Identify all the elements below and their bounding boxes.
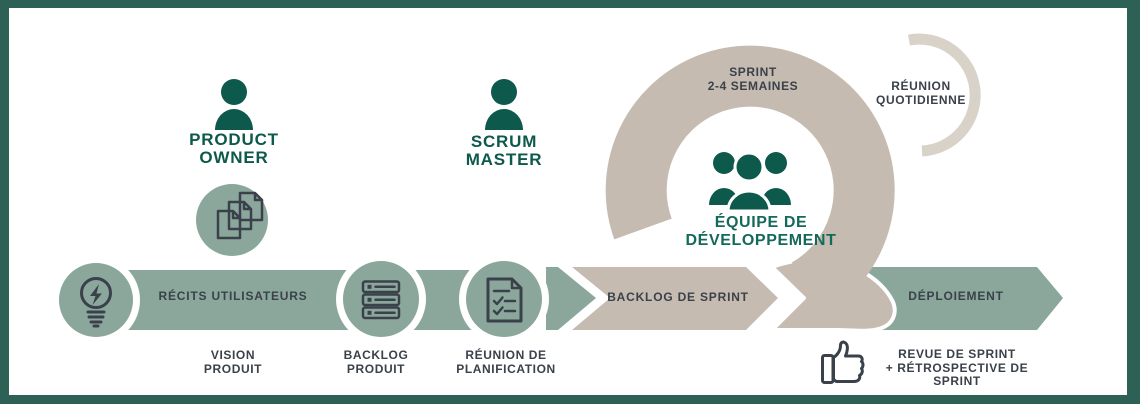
- flow-chevron: [546, 267, 596, 330]
- product-backlog-label: BACKLOG PRODUIT: [343, 348, 409, 376]
- sprint-backlog-label: BACKLOG DE SPRINT: [607, 290, 749, 304]
- product-owner-person-icon: [215, 79, 253, 130]
- user-stories-label: RÉCITS UTILISATEURS: [158, 289, 308, 303]
- product-owner-label: PRODUCT OWNER: [189, 130, 279, 167]
- sprint-loop-arc: [605, 45, 895, 316]
- server-stack-icon: [361, 280, 401, 320]
- documents-stack-icon: [216, 191, 264, 240]
- thumbs-up-icon: [821, 340, 865, 384]
- team-icon: [709, 151, 791, 213]
- scrum-master-person-icon: [485, 79, 523, 130]
- scrum-master-label: SCRUM MASTER: [465, 132, 543, 169]
- vision-label: VISION PRODUIT: [203, 348, 263, 376]
- deployment-label: DÉPLOIEMENT: [908, 289, 1004, 303]
- planning-meeting-label: RÉUNION DE PLANIFICATION: [456, 348, 556, 376]
- user-stories-circle: [196, 184, 268, 256]
- daily-meeting-label: RÉUNION QUOTIDIENNE: [876, 79, 966, 107]
- review-label: REVUE DE SPRINT + RÉTROSPECTIVE DE SPRIN…: [885, 347, 1029, 389]
- planning-circle: [459, 254, 549, 344]
- dev-team-label: ÉQUIPE DE DÉVELOPPEMENT: [685, 214, 837, 249]
- daily-loop-ring: [908, 33, 981, 157]
- product-backlog-circle: [336, 254, 426, 344]
- sprint-label: SPRINT 2-4 SEMAINES: [707, 65, 799, 93]
- lightbulb-icon: [80, 277, 112, 328]
- vision-circle: [52, 256, 140, 344]
- sprint-backlog-arrow: [572, 267, 778, 330]
- checklist-document-icon: [486, 277, 523, 323]
